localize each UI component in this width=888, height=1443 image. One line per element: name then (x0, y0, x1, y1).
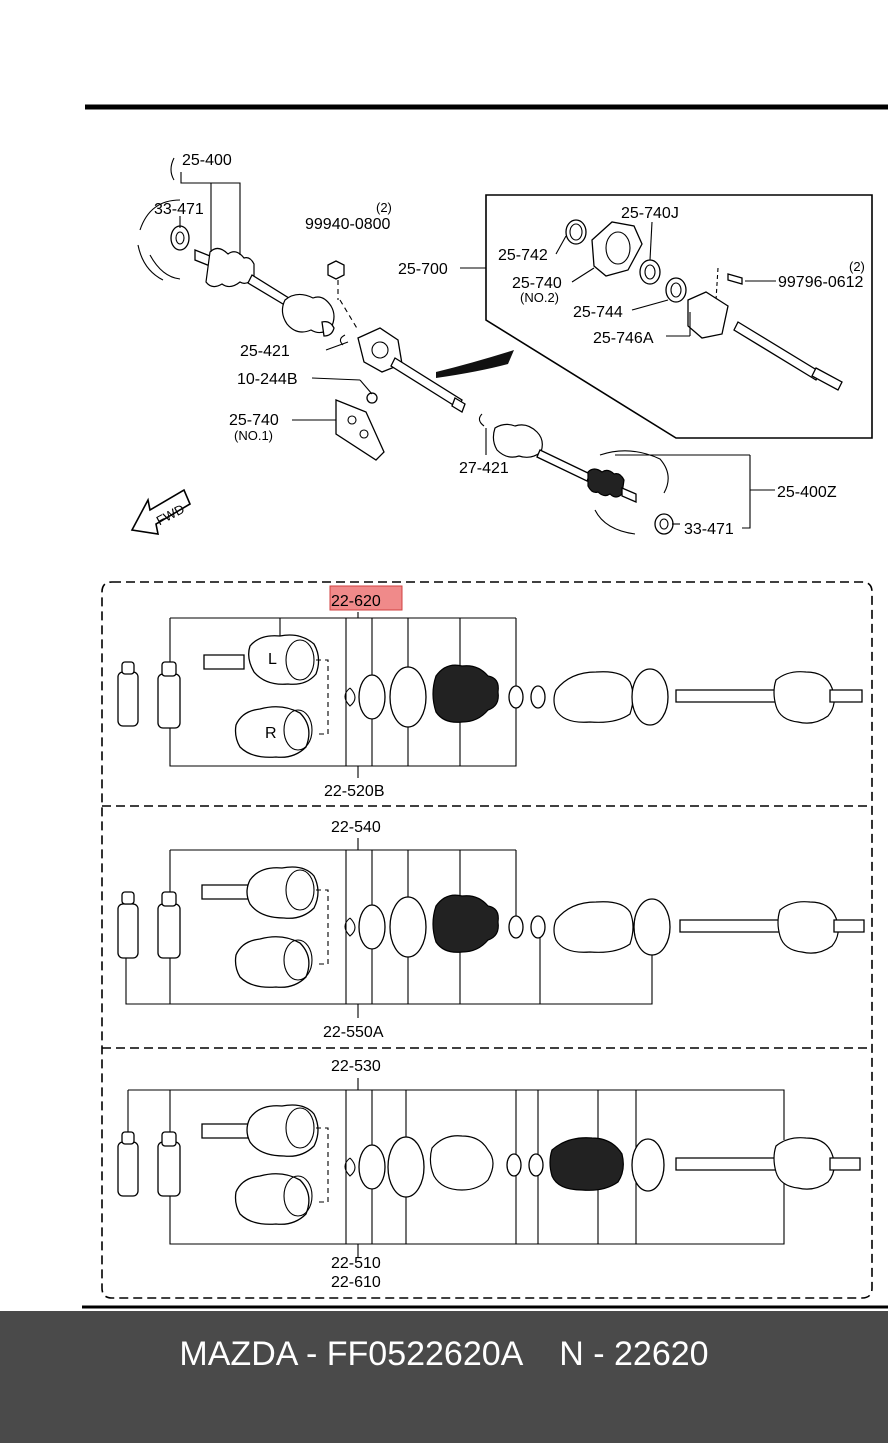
label-27-421: 27-421 (459, 460, 509, 477)
highlighted-part-label (329, 585, 403, 611)
label-22-520b: 22-520B (324, 783, 385, 800)
label-10-244b: 10-244B (237, 371, 298, 388)
label-25-400: 25-400 (182, 152, 232, 169)
kit-panel-22-540 (117, 838, 865, 1018)
label-no1: (NO.1) (234, 428, 273, 443)
label-R: R (265, 725, 277, 742)
label-qty-2-b: (2) (849, 259, 865, 274)
label-25-744: 25-744 (573, 304, 623, 321)
kit-panel-22-530 (117, 1078, 861, 1258)
footer-bar: MAZDA - FF0522620A N - 22620 (0, 1311, 888, 1443)
label-22-510: 22-510 (331, 1255, 381, 1272)
kit-panel-22-620 (117, 612, 863, 778)
label-25-740-no1: 25-740 (229, 412, 279, 429)
label-25-740j: 25-740J (621, 205, 679, 222)
label-22-610: 22-610 (331, 1274, 381, 1291)
label-25-742: 25-742 (498, 247, 548, 264)
label-22-550a: 22-550A (323, 1024, 384, 1041)
label-22-530: 22-530 (331, 1058, 381, 1075)
label-33-471-top: 33-471 (154, 201, 204, 218)
part-number-caption: MAZDA - FF0522620A N - 22620 (179, 1335, 709, 1373)
label-99796-0612: 99796-0612 (778, 274, 864, 291)
label-qty-2-a: (2) (376, 200, 392, 215)
label-no2: (NO.2) (520, 290, 559, 305)
label-25-740-no2: 25-740 (512, 275, 562, 292)
parts-diagram: 25-400 33-471 (2) 99940-0800 25-700 25-7… (82, 104, 888, 1309)
label-22-540: 22-540 (331, 819, 381, 836)
label-L: L (268, 651, 277, 668)
label-99940-0800: 99940-0800 (305, 216, 391, 233)
kit-panels-outline (101, 581, 873, 1299)
label-25-400z: 25-400Z (777, 484, 837, 501)
label-22-620: 22-620 (331, 593, 381, 610)
label-33-471-bottom: 33-471 (684, 521, 734, 538)
label-25-746a: 25-746A (593, 330, 654, 347)
label-25-421: 25-421 (240, 343, 290, 360)
label-25-700: 25-700 (398, 261, 448, 278)
drive-shaft-exploded-view (130, 157, 873, 535)
